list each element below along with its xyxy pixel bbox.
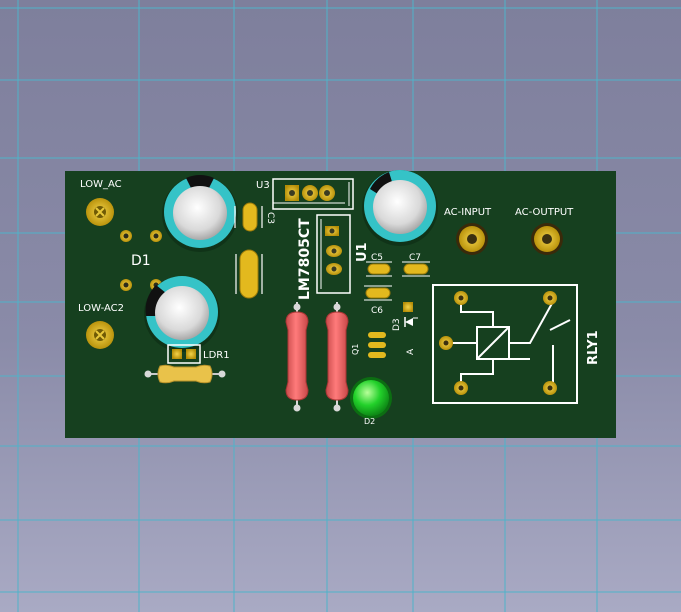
label-c3: C3 — [265, 212, 275, 224]
label-u1: U1 — [355, 242, 370, 262]
capacitor-c3[interactable] — [234, 202, 263, 232]
film-capacitor[interactable] — [235, 249, 263, 299]
ldr-body[interactable] — [144, 364, 226, 384]
label-c5: C5 — [371, 253, 383, 263]
label-ac-input: AC-INPUT — [444, 207, 492, 218]
label-d3: D3 — [392, 318, 402, 331]
label-a-marker: A — [406, 348, 416, 355]
electrolytic-capacitor-3[interactable] — [362, 170, 438, 246]
label-u3: U3 — [256, 180, 270, 191]
label-c6: C6 — [371, 306, 383, 316]
resistor-2[interactable] — [325, 302, 349, 412]
label-q1: Q1 — [351, 344, 360, 355]
label-low-ac: LOW_AC — [80, 179, 122, 190]
ac-output-terminal[interactable] — [531, 223, 563, 255]
diode-d3[interactable] — [403, 302, 418, 327]
label-lm7805: LM7805CT — [297, 218, 313, 300]
low-ac-terminal[interactable] — [86, 198, 114, 226]
label-c7: C7 — [409, 253, 421, 263]
led-d2[interactable] — [350, 377, 392, 419]
label-d2: D2 — [364, 417, 375, 426]
capacitor-c5[interactable] — [366, 261, 392, 277]
label-low-ac2: LOW-AC2 — [78, 303, 124, 314]
low-ac2-terminal[interactable] — [86, 321, 114, 349]
transistor-q1[interactable] — [368, 332, 386, 358]
resistor-1[interactable] — [285, 302, 309, 412]
relay-rly1[interactable] — [432, 284, 578, 404]
lm7805-regulator[interactable] — [316, 214, 351, 294]
label-d1: D1 — [131, 253, 151, 269]
capacitor-c7[interactable] — [402, 261, 430, 277]
ac-input-terminal[interactable] — [456, 223, 488, 255]
label-ac-output: AC-OUTPUT — [515, 207, 574, 218]
label-ldr1: LDR1 — [203, 350, 230, 361]
ldr1-pads[interactable] — [167, 344, 201, 364]
electrolytic-capacitor-2[interactable] — [144, 276, 220, 352]
u3-header[interactable] — [272, 178, 354, 210]
electrolytic-capacitor-1[interactable] — [162, 175, 238, 252]
capacitor-c6[interactable] — [364, 285, 392, 301]
label-rly1: RLY1 — [586, 330, 601, 365]
